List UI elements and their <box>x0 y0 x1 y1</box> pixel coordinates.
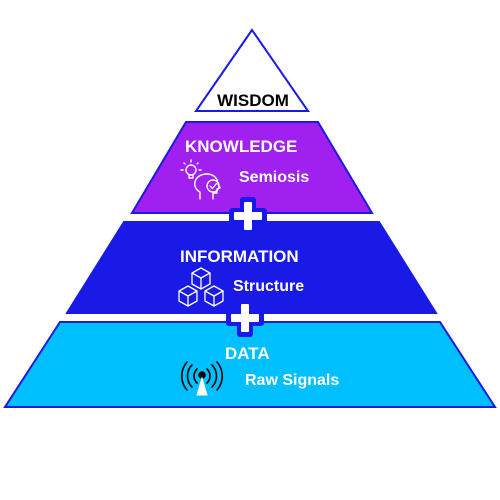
plus-connector-2 <box>226 299 264 337</box>
knowledge-subtitle: Semiosis <box>239 169 309 186</box>
information-title: INFORMATION <box>180 247 299 266</box>
level-data: DATA Raw Signals <box>3 321 497 408</box>
information-subtitle: Structure <box>233 278 304 295</box>
wisdom-band <box>194 28 310 112</box>
level-wisdom: WISDOM <box>194 28 310 112</box>
level-knowledge: KNOWLEDGE Semiosis <box>130 121 374 214</box>
plus-connector-1 <box>229 197 267 235</box>
cubes-icon <box>178 267 224 307</box>
plus-icon <box>226 299 264 337</box>
data-subtitle: Raw Signals <box>245 372 339 389</box>
information-band <box>65 221 438 314</box>
data-band <box>3 321 497 408</box>
head-lightbulb-check-icon <box>180 159 221 200</box>
plus-icon <box>229 197 267 235</box>
knowledge-title: KNOWLEDGE <box>185 137 297 156</box>
radio-signal-icon <box>180 361 224 396</box>
wisdom-title: WISDOM <box>217 91 289 110</box>
data-title: DATA <box>225 344 270 363</box>
level-information: INFORMATION Structure <box>65 221 438 314</box>
knowledge-band <box>130 121 374 214</box>
